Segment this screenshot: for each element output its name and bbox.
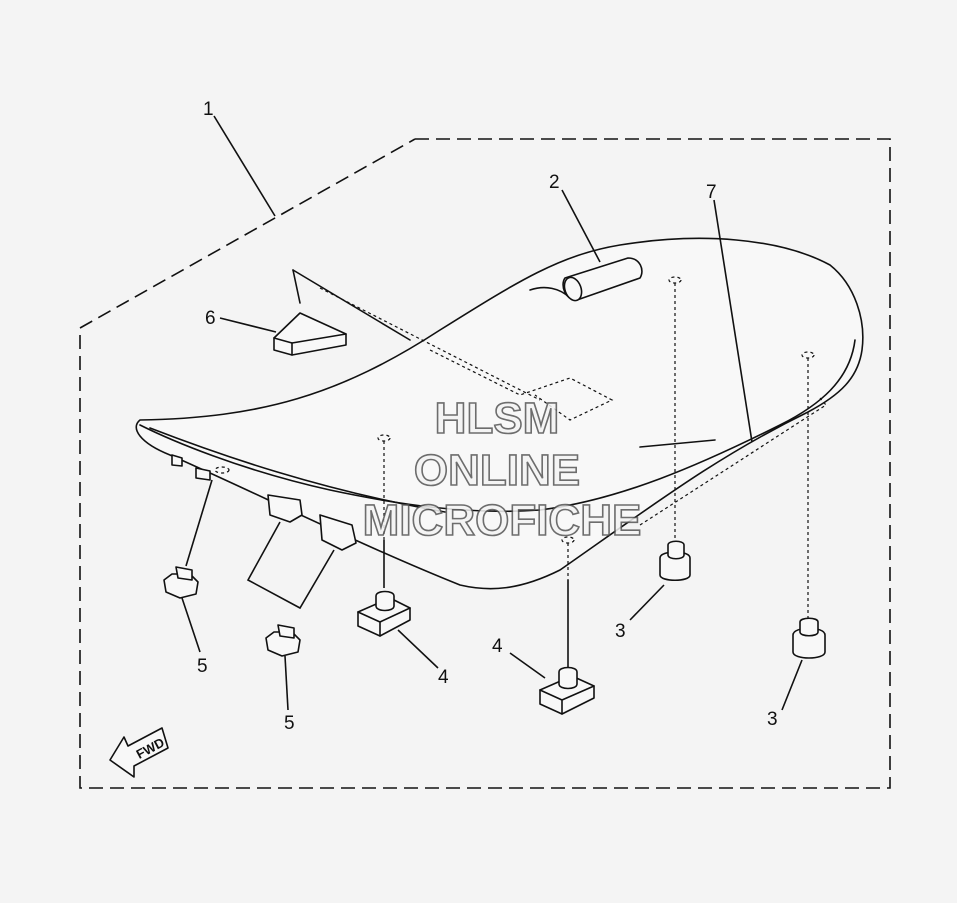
callout-4b-leader bbox=[509, 652, 546, 679]
assembly-boundary bbox=[79, 138, 891, 789]
link-5a bbox=[185, 479, 213, 567]
part-5-bumper-a bbox=[163, 566, 199, 599]
callout-5a: 5 bbox=[197, 656, 208, 677]
part-3-damper-a bbox=[659, 276, 691, 582]
callout-3b: 3 bbox=[767, 709, 778, 730]
watermark-line-1: HLSM bbox=[435, 394, 560, 443]
callout-1-leader bbox=[213, 115, 276, 217]
callout-4a-leader bbox=[397, 629, 439, 669]
callout-4b: 4 bbox=[492, 636, 503, 657]
callout-3a: 3 bbox=[615, 621, 626, 642]
callout-5b-leader bbox=[284, 655, 289, 711]
part-3-damper-b bbox=[792, 351, 826, 659]
watermark-line-2: ONLINE bbox=[414, 446, 580, 495]
callout-2: 2 bbox=[549, 172, 560, 193]
part-2-strap bbox=[562, 257, 643, 302]
callout-6: 6 bbox=[205, 308, 216, 329]
part-7-dash bbox=[639, 397, 827, 526]
part-4-mount-b bbox=[539, 536, 595, 715]
callout-3b-leader bbox=[781, 659, 803, 711]
part-5-bumper-b bbox=[265, 624, 301, 657]
callout-2-leader bbox=[561, 189, 601, 263]
callout-6-leader bbox=[219, 317, 277, 333]
callout-5b: 5 bbox=[284, 713, 295, 734]
watermark-line-3: MICROFICHE bbox=[363, 496, 642, 545]
callout-4a: 4 bbox=[438, 667, 449, 688]
callout-7-leader bbox=[713, 199, 753, 443]
callout-5a-leader bbox=[181, 597, 201, 653]
part-6-emblem bbox=[273, 269, 614, 421]
callout-1: 1 bbox=[203, 99, 214, 120]
callout-3a-leader bbox=[629, 584, 665, 621]
part-4-mount-a bbox=[357, 434, 411, 637]
seat bbox=[135, 237, 864, 590]
link-5b bbox=[246, 521, 335, 610]
fwd-arrow-icon: FWD bbox=[109, 727, 169, 778]
callout-7: 7 bbox=[706, 182, 717, 203]
